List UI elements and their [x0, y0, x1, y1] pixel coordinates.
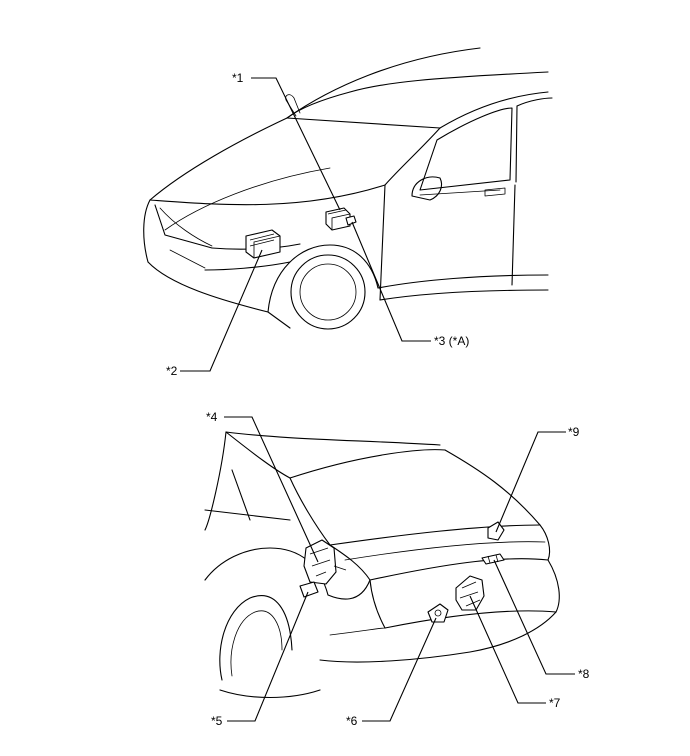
- part-2-module: [245, 229, 281, 259]
- part-4-lamp-assembly: [303, 539, 347, 585]
- part-5-bracket: [299, 581, 319, 598]
- leader-2: [180, 249, 263, 372]
- callout-labels: *1 *2 *3 (*A) *4 *5 *6 *7 *8 *9: [166, 71, 590, 728]
- callout-label-7: *7: [549, 696, 561, 710]
- leader-7: [469, 595, 546, 704]
- leader-1: [251, 77, 341, 211]
- callout-label-9: *9: [568, 425, 580, 439]
- part-8-switch: [481, 553, 505, 565]
- leader-8: [493, 559, 575, 675]
- vehicle-front-view: [143, 47, 553, 330]
- leader-5: [227, 591, 309, 722]
- callout-label-8: *8: [578, 667, 590, 681]
- part-3-connector: [345, 215, 357, 226]
- leader-3: [351, 221, 431, 342]
- callout-label-1: *1: [232, 71, 244, 85]
- callout-label-6: *6: [346, 714, 358, 728]
- part-1-unit: [325, 207, 351, 231]
- leader-9: [495, 431, 566, 533]
- vehicle-rear-view: [204, 431, 560, 698]
- leader-lines: [180, 77, 575, 722]
- callout-label-4: *4: [206, 410, 218, 424]
- callout-label-2: *2: [166, 364, 178, 378]
- callout-label-3: *3 (*A): [434, 334, 469, 348]
- leader-6: [362, 617, 437, 722]
- part-7-latch-assembly: [455, 575, 485, 611]
- leader-4: [224, 416, 319, 563]
- part-6-sensor: [427, 603, 449, 623]
- callout-label-5: *5: [211, 714, 223, 728]
